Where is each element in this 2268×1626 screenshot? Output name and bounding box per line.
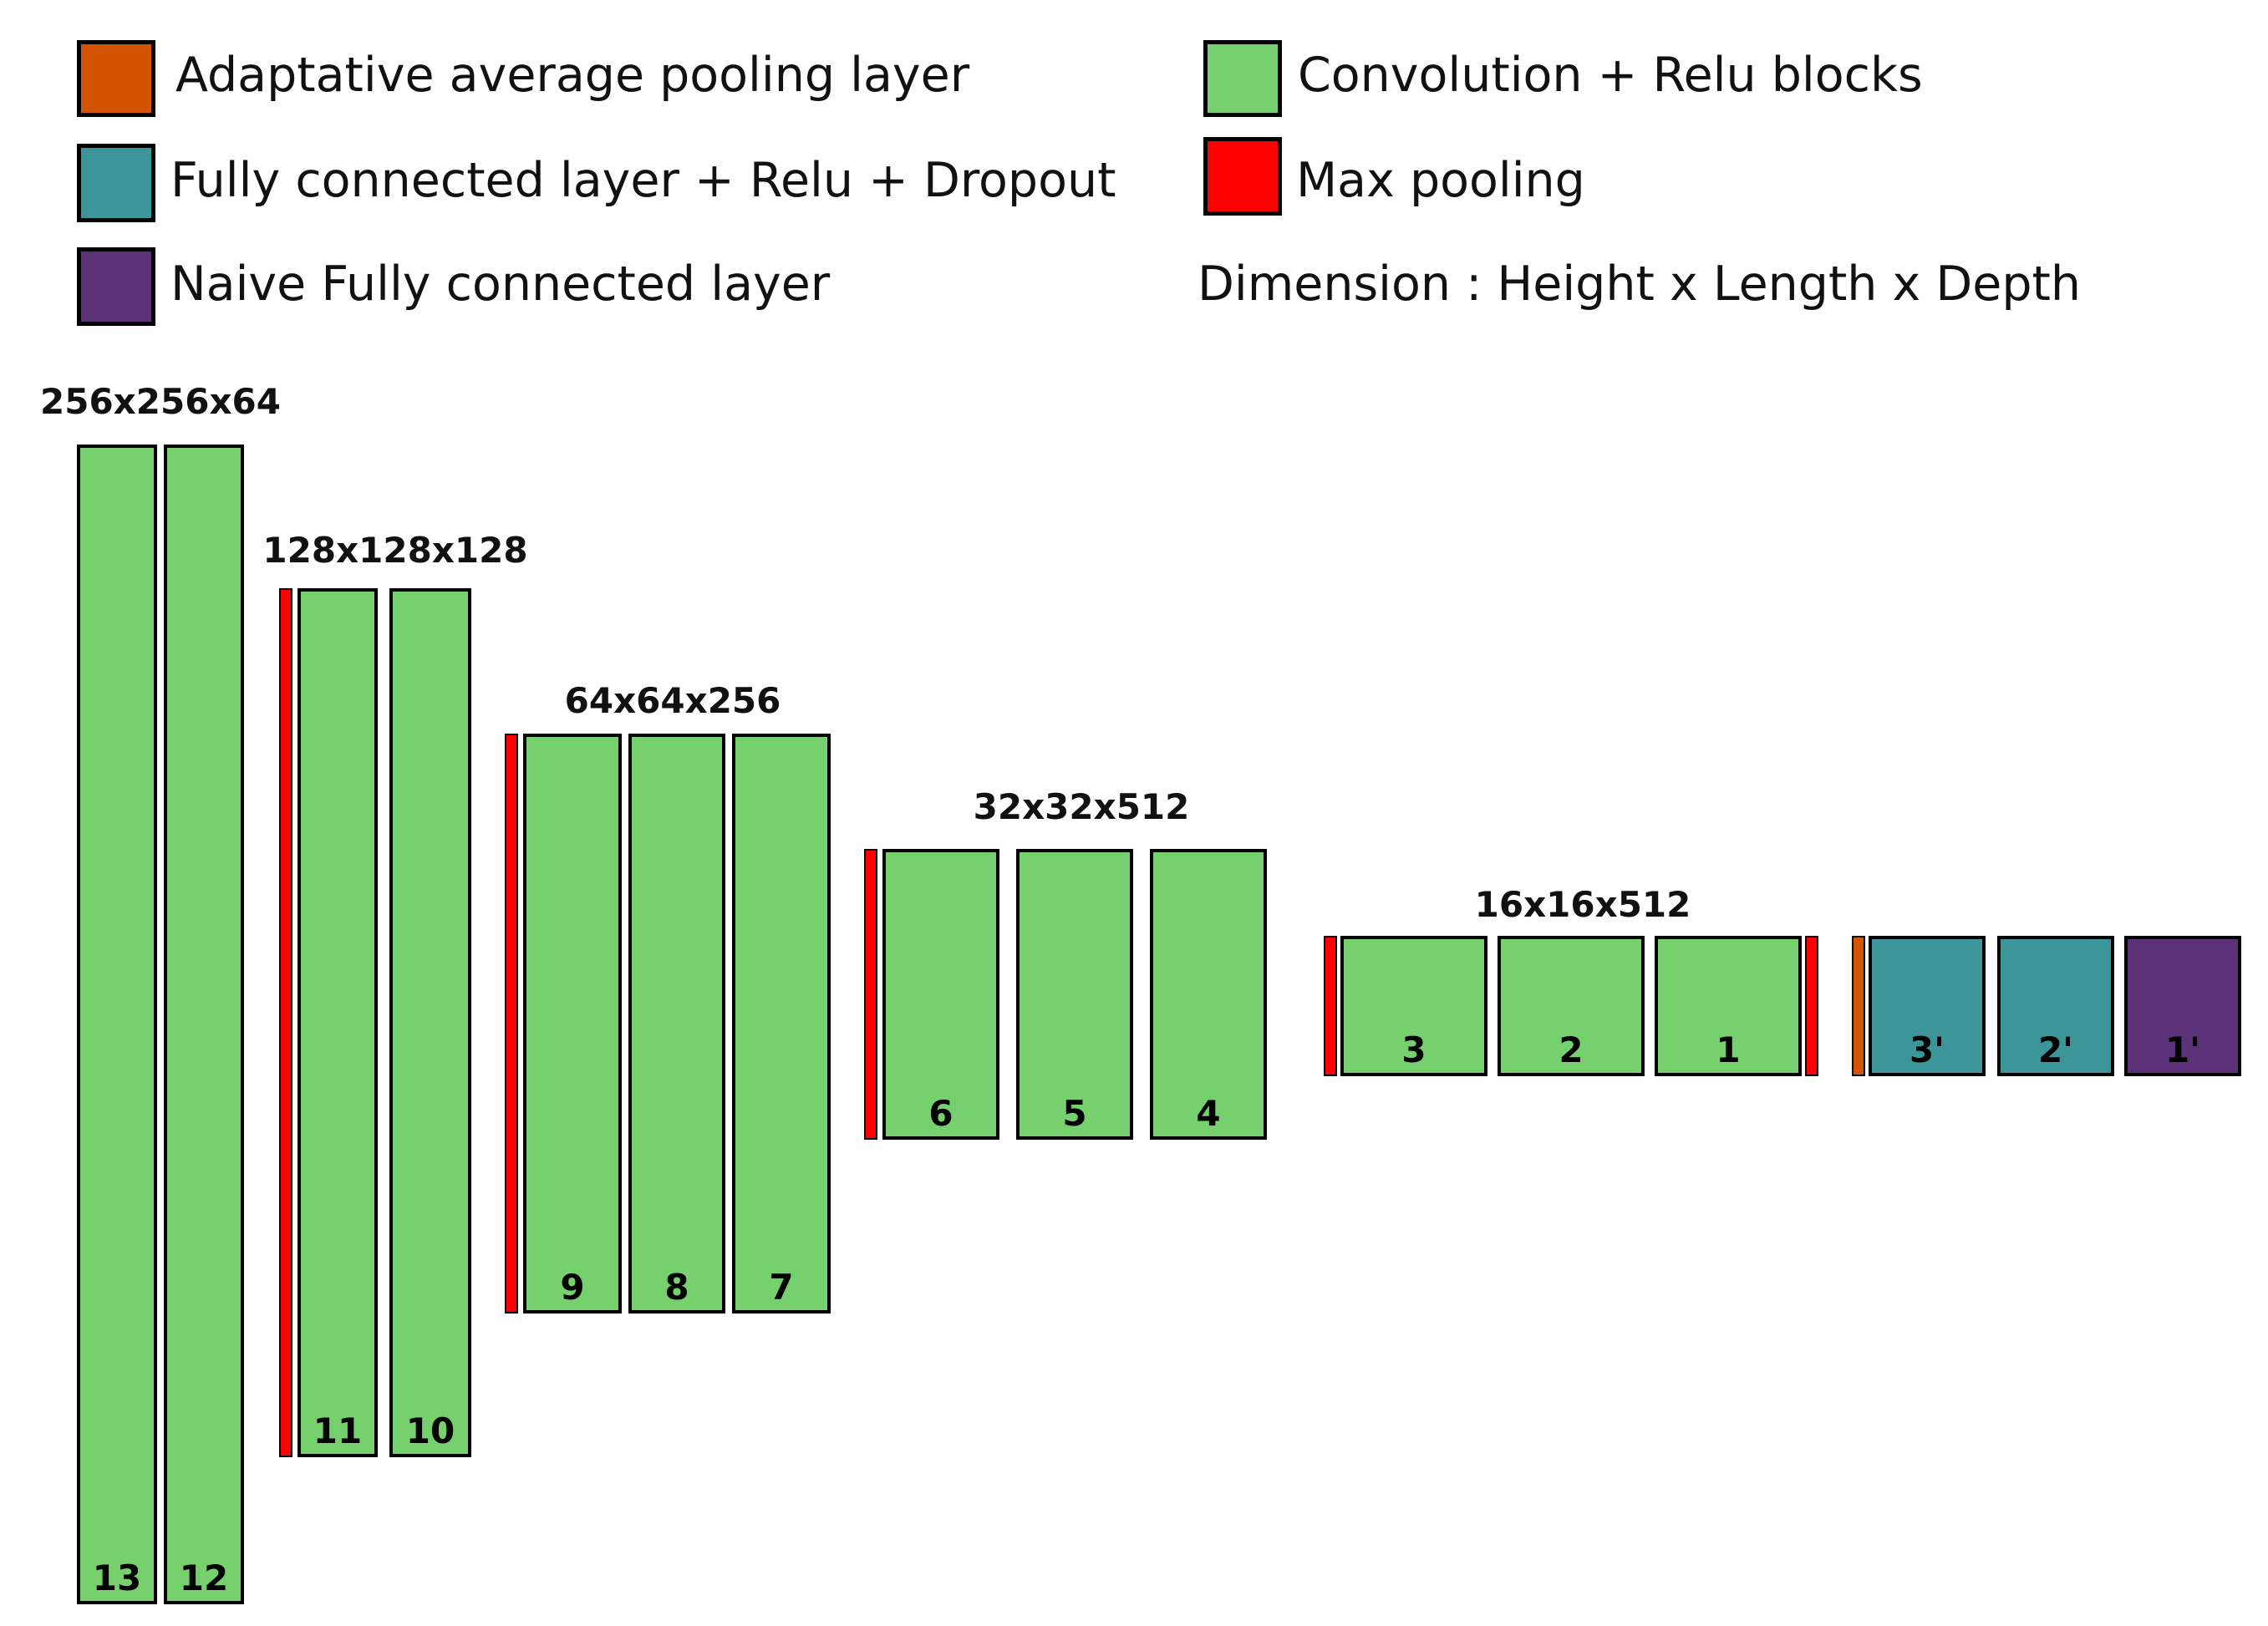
stage-dimension-label: 16x16x512 xyxy=(1474,884,1691,925)
block-number: 1' xyxy=(2164,1029,2201,1070)
stage-dimension-label: 32x32x512 xyxy=(973,786,1190,827)
stage-dimension-label: 128x128x128 xyxy=(262,530,528,571)
conv-relu-block: 3 xyxy=(1340,936,1487,1076)
stage-dimension-label: 256x256x64 xyxy=(40,381,281,422)
block-number: 5 xyxy=(1062,1093,1087,1134)
legend-swatch-fc-relu-dropout xyxy=(77,144,155,222)
conv-relu-block: 7 xyxy=(732,734,831,1314)
adaptive-avg-pool-layer xyxy=(1852,936,1865,1076)
block-number: 3 xyxy=(1401,1029,1426,1070)
max-pool-layer xyxy=(1805,936,1818,1076)
conv-relu-block: 5 xyxy=(1016,849,1133,1140)
block-number: 4 xyxy=(1196,1093,1221,1134)
legend-label-fc-relu-dropout: Fully connected layer + Relu + Dropout xyxy=(170,153,1116,208)
block-number: 12 xyxy=(179,1557,229,1598)
conv-relu-block: 4 xyxy=(1150,849,1267,1140)
conv-relu-block: 8 xyxy=(628,734,725,1314)
block-number: 11 xyxy=(313,1410,363,1451)
block-number: 7 xyxy=(769,1267,794,1308)
legend-swatch-naive-fc xyxy=(77,247,155,326)
conv-relu-block: 10 xyxy=(389,588,471,1457)
max-pool-layer xyxy=(1324,936,1337,1076)
conv-relu-block: 1 xyxy=(1655,936,1802,1076)
fc-relu-dropout-block: 3' xyxy=(1869,936,1986,1076)
naive-fc-block: 1' xyxy=(2124,936,2241,1076)
legend-label-max-pool: Max pooling xyxy=(1296,153,1585,208)
legend-label-conv-relu: Convolution + Relu blocks xyxy=(1298,48,1923,103)
block-number: 8 xyxy=(664,1267,689,1308)
block-number: 10 xyxy=(405,1410,455,1451)
legend-label-naive-fc: Naive Fully connected layer xyxy=(170,257,831,312)
stage-dimension-label: 64x64x256 xyxy=(564,680,781,721)
block-number: 13 xyxy=(92,1557,142,1598)
max-pool-layer xyxy=(279,588,292,1457)
block-number: 2 xyxy=(1559,1029,1584,1070)
conv-relu-block: 11 xyxy=(297,588,378,1457)
max-pool-layer xyxy=(505,734,518,1314)
block-number: 2' xyxy=(2037,1029,2074,1070)
block-number: 9 xyxy=(560,1267,585,1308)
dimension-note: Dimension : Height x Length x Depth xyxy=(1198,257,2082,312)
fc-relu-dropout-block: 2' xyxy=(1997,936,2114,1076)
max-pool-layer xyxy=(864,849,877,1140)
block-number: 1 xyxy=(1716,1029,1741,1070)
legend-label-adaptive-avg-pool: Adaptative average pooling layer xyxy=(175,48,970,103)
conv-relu-block: 12 xyxy=(164,445,244,1604)
conv-relu-block: 2 xyxy=(1498,936,1645,1076)
conv-relu-block: 13 xyxy=(77,445,157,1604)
legend-swatch-max-pool xyxy=(1203,137,1282,216)
legend-swatch-adaptive-avg-pool xyxy=(77,40,155,117)
block-number: 3' xyxy=(1909,1029,1945,1070)
legend-swatch-conv-relu xyxy=(1203,40,1282,117)
conv-relu-block: 9 xyxy=(523,734,622,1314)
block-number: 6 xyxy=(928,1093,953,1134)
conv-relu-block: 6 xyxy=(882,849,999,1140)
